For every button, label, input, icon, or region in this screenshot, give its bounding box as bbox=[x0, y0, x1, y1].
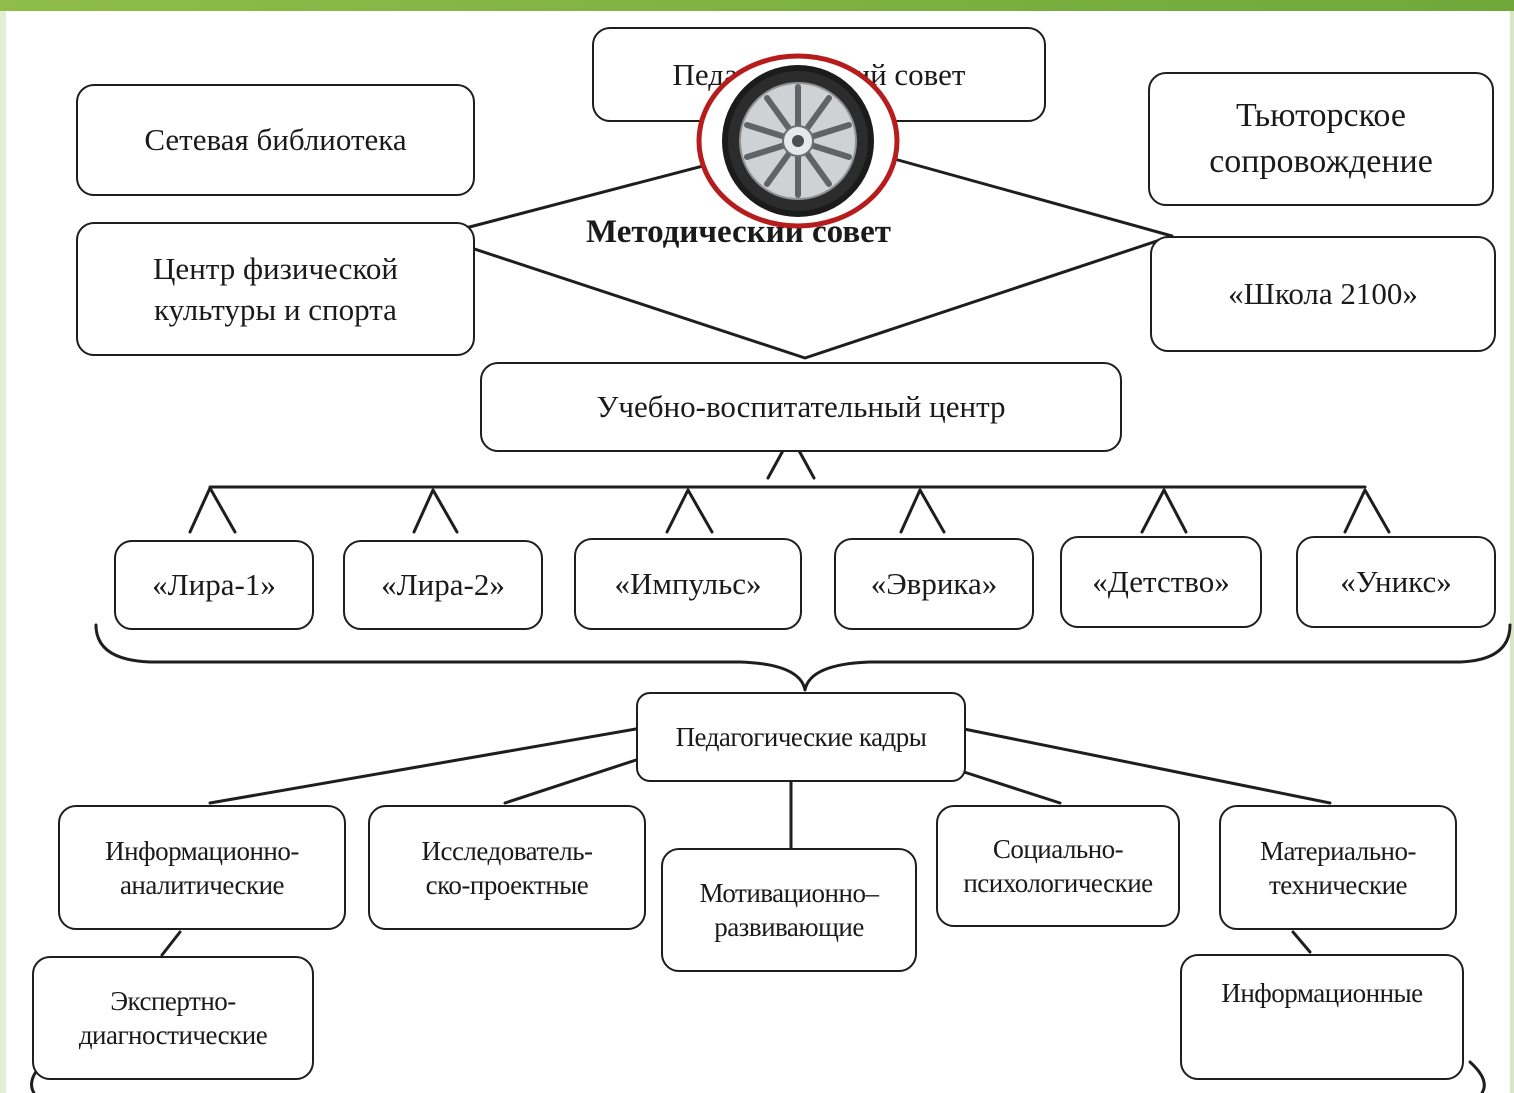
program-box: «Детство» bbox=[1060, 536, 1262, 628]
connector-social bbox=[962, 770, 1062, 805]
uvc-box: Учебно-воспитательный центр bbox=[480, 362, 1122, 452]
arrow-program-6 bbox=[1343, 488, 1391, 534]
material-label: Материально- технические bbox=[1260, 835, 1416, 900]
program-box: «Эврика» bbox=[834, 538, 1034, 630]
tutor-label: Тьюторское сопровождение bbox=[1209, 97, 1433, 180]
curly-brace bbox=[94, 623, 1512, 692]
research-box: Исследователь- ско-проектные bbox=[368, 805, 646, 930]
arrow-program-2 bbox=[412, 488, 459, 534]
motiv-label: Мотивационно– развивающие bbox=[699, 878, 879, 942]
program-label: «Лира-1» bbox=[152, 567, 276, 602]
set-lib-label: Сетевая библиотека bbox=[144, 122, 407, 157]
connector-info-anal bbox=[208, 727, 638, 805]
connector-info bbox=[1291, 930, 1312, 954]
material-box: Материально- технические bbox=[1219, 805, 1457, 930]
phys-label: Центр физической культуры и спорта bbox=[153, 251, 398, 327]
bottom-brace-right bbox=[1468, 1060, 1486, 1093]
arrow-program-4 bbox=[899, 488, 946, 534]
program-box: «Лира-2» bbox=[343, 540, 543, 630]
info-anal-label: Информационно- аналитические bbox=[105, 835, 299, 900]
program-label: «Эврика» bbox=[870, 566, 998, 601]
program-label: «Лира-2» bbox=[381, 567, 505, 602]
accent-bar-right bbox=[1510, 11, 1514, 1093]
arrow-program-1 bbox=[188, 486, 237, 534]
accent-bar-top bbox=[0, 0, 1514, 11]
staff-label: Педагогические кадры bbox=[675, 721, 927, 752]
program-box: «Уникс» bbox=[1296, 536, 1496, 628]
motiv-box: Мотивационно– развивающие bbox=[661, 848, 917, 972]
program-label: «Детство» bbox=[1092, 564, 1230, 599]
school-label: «Школа 2100» bbox=[1228, 276, 1418, 311]
info-anal-box: Информационно- аналитические bbox=[58, 805, 346, 930]
connector-expert bbox=[160, 930, 182, 957]
accent-bar-left bbox=[0, 11, 6, 1093]
research-label: Исследователь- ско-проектные bbox=[421, 835, 593, 900]
school-box: «Школа 2100» bbox=[1150, 236, 1496, 352]
connector-material bbox=[962, 727, 1332, 805]
program-box: «Лира-1» bbox=[114, 540, 314, 630]
social-box: Социально- психологические bbox=[936, 805, 1180, 927]
program-label: «Импульс» bbox=[614, 566, 762, 601]
uvc-label: Учебно-воспитательный центр bbox=[596, 389, 1006, 424]
tutor-box: Тьюторское сопровождение bbox=[1148, 72, 1494, 206]
social-label: Социально- психологические bbox=[963, 834, 1153, 898]
connector-research bbox=[503, 758, 638, 805]
expert-label: Экспертно- диагностические bbox=[78, 986, 268, 1050]
arrow-program-3 bbox=[665, 488, 714, 534]
metod-diamond bbox=[433, 153, 1174, 360]
arrow-program-5 bbox=[1140, 488, 1188, 534]
program-box: «Импульс» bbox=[574, 538, 802, 630]
phys-box: Центр физической культуры и спорта bbox=[76, 222, 475, 356]
expert-box: Экспертно- диагностические bbox=[32, 956, 314, 1080]
set-lib-box: Сетевая библиотека bbox=[76, 84, 475, 196]
program-label: «Уникс» bbox=[1340, 564, 1452, 599]
staff-box: Педагогические кадры bbox=[636, 692, 966, 782]
car-wheel-icon bbox=[696, 53, 900, 229]
info-label: Информационные bbox=[1221, 978, 1423, 1008]
info-box: Информационные bbox=[1180, 954, 1464, 1080]
